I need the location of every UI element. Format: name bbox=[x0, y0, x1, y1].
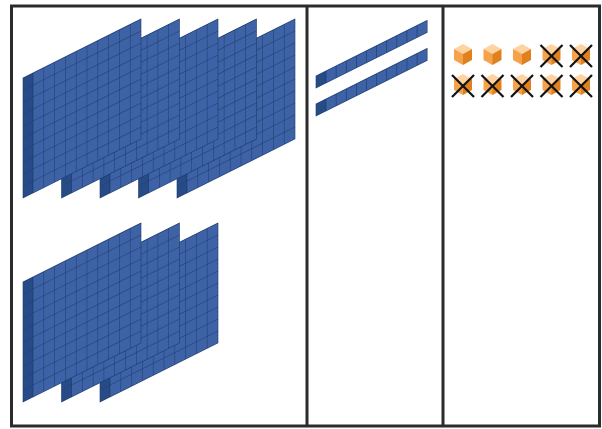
unit-cube bbox=[513, 44, 531, 65]
hundred-flat bbox=[22, 222, 142, 403]
unit-cube bbox=[454, 44, 472, 65]
hundreds-column bbox=[22, 18, 296, 403]
cross-out-icon bbox=[569, 74, 593, 98]
unit-cube bbox=[569, 74, 593, 98]
unit-cube bbox=[539, 44, 564, 68]
hundred-flat bbox=[22, 18, 142, 199]
unit-cube bbox=[510, 74, 534, 98]
cross-out-icon bbox=[569, 44, 593, 68]
unit-cube bbox=[539, 74, 564, 98]
cross-out-icon bbox=[451, 74, 475, 98]
ten-rod bbox=[315, 47, 428, 117]
unit-cube bbox=[569, 44, 593, 68]
cross-out-icon bbox=[480, 74, 505, 98]
tens-column bbox=[315, 19, 428, 117]
cross-out-icon bbox=[510, 74, 534, 98]
unit-cube bbox=[483, 44, 502, 65]
ones-column bbox=[451, 44, 593, 98]
place-value-frame bbox=[10, 4, 601, 428]
ten-rod bbox=[315, 19, 428, 89]
unit-cube bbox=[480, 74, 505, 98]
unit-cube bbox=[451, 74, 475, 98]
cross-out-icon bbox=[539, 44, 564, 68]
cross-out-icon bbox=[539, 74, 564, 98]
